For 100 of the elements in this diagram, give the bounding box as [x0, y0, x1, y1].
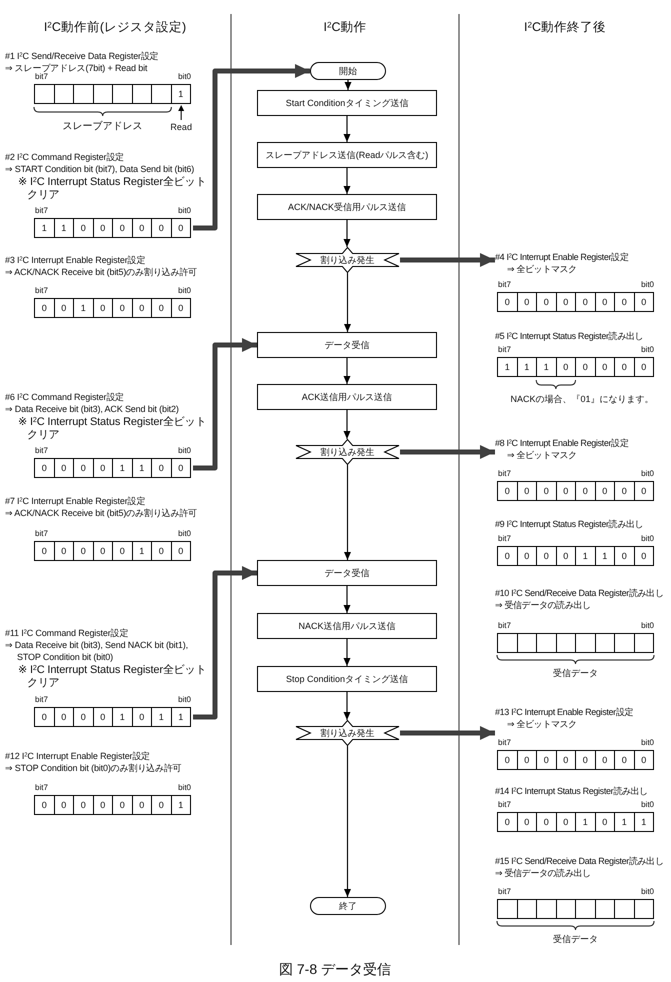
bit-label: bit0 [641, 621, 654, 630]
register-table [497, 812, 654, 832]
bit-cell: 0 [54, 708, 73, 726]
bit-cell: 0 [536, 293, 556, 311]
register-heading: #1 I$^{2}$C Send/Receive Data Register設定 [5, 50, 160, 62]
process-box: NACK送信用パルス送信 [257, 613, 437, 639]
bit-cell: 0 [594, 751, 614, 769]
bit-cell-text: 1 [40, 222, 48, 235]
bit-label: bit0 [641, 469, 654, 478]
bit-label: bit0 [178, 446, 191, 455]
register-table [497, 633, 654, 653]
bit-label: bit0 [178, 206, 191, 215]
bit-cell: 1 [73, 299, 92, 317]
bit-label: bit0 [178, 529, 191, 538]
bit-cell: 0 [112, 219, 132, 237]
arrow [193, 64, 310, 230]
process-box: データ受信 [257, 560, 437, 586]
arrow [400, 253, 495, 267]
register-heading: #2 I$^{2}$C Command Register設定 [5, 151, 126, 163]
bit-cell-text: 0 [40, 545, 48, 558]
bit-label: bit0 [641, 800, 654, 809]
register-table [497, 546, 654, 566]
register-heading: #15 I$^{2}$C Send/Receive Data Register読み出し [495, 855, 665, 867]
register-table [34, 795, 191, 815]
bit-cell: 0 [575, 482, 594, 500]
arrow [400, 726, 495, 740]
bit-label: bit0 [641, 345, 654, 354]
caption-text: Read [170, 122, 192, 132]
bit-cell: 0 [536, 482, 556, 500]
bit-label: bit7 [35, 206, 48, 215]
arrow [400, 445, 495, 459]
bit-cell: 0 [556, 751, 575, 769]
bit-cell: 0 [516, 293, 536, 311]
arrow [193, 338, 257, 470]
bit-cell: 0 [170, 542, 190, 560]
register-table [497, 899, 654, 919]
register-table [34, 218, 191, 238]
bit-cell: 0 [614, 293, 634, 311]
bit-cell: 1 [170, 708, 190, 726]
bit-cell: 0 [112, 542, 132, 560]
bit-label: bit7 [35, 446, 48, 455]
bit-cell: 1 [575, 813, 594, 831]
arrow [344, 273, 351, 332]
bit-cell: 0 [54, 542, 73, 560]
bit-cell-text: 0 [40, 462, 48, 475]
bit-cell: 0 [54, 796, 73, 814]
bit-cell: 0 [132, 708, 151, 726]
register-table [34, 541, 191, 561]
bit-cell: 0 [614, 547, 634, 565]
bit-label: bit7 [498, 345, 511, 354]
bit-cell: 0 [556, 482, 575, 500]
bit-cell: 0 [151, 299, 170, 317]
bit-cell: 0 [170, 219, 190, 237]
setting-text: ⇒ 受信データの読み出し [495, 867, 592, 879]
bit-cell: 0 [92, 459, 112, 477]
bit-cell: 0 [536, 547, 556, 565]
bit-cell: 0 [516, 813, 536, 831]
arrow [344, 358, 350, 384]
bit-label: bit0 [178, 72, 191, 81]
caption-text: 受信データ [553, 933, 598, 946]
bit-cell-text: 0 [504, 754, 511, 767]
bit-label: bit7 [35, 529, 48, 538]
bit-label: bit7 [498, 621, 511, 630]
register-table [497, 357, 654, 377]
bit-cell: 0 [556, 547, 575, 565]
arrow [344, 586, 350, 613]
bit-cell: 0 [73, 219, 92, 237]
arrow [344, 465, 351, 560]
register-table [34, 707, 191, 727]
bit-cell: 1 [536, 358, 556, 376]
register-heading: #3 I$^{2}$C Interrupt Enable Register設定 [5, 254, 146, 266]
bit-cell: 0 [132, 219, 151, 237]
bit-cell: 0 [614, 358, 634, 376]
bit-cell-text: 0 [504, 550, 511, 563]
bit-cell-text: 0 [40, 302, 48, 315]
setting-text: ⇒ Data Receive bit (bit3), Send NACK bit (bit1), STOP Condition bit (bit0) [5, 639, 189, 663]
bit-cell: 0 [132, 796, 151, 814]
register-heading: #12 I$^{2}$C Interrupt Enable Register設定 [5, 750, 152, 762]
bit-cell: 0 [634, 358, 653, 376]
register-heading: #14 I$^{2}$C Interrupt Status Register読み出し [495, 785, 649, 797]
bit-cell: 1 [132, 542, 151, 560]
bit-cell-text: 0 [504, 296, 511, 309]
note-text: ※ I$^{2}$C Interrupt Status Register全ビットクリア [18, 664, 207, 690]
process-box: スレーブアドレス送信(Readパルス含む) [257, 142, 437, 168]
bit-cell: 0 [73, 796, 92, 814]
bit-label: bit0 [641, 280, 654, 289]
bit-label: bit0 [641, 887, 654, 896]
figure-caption: 図 7-8 データ受信 [279, 961, 391, 979]
bit-label: bit0 [178, 286, 191, 295]
register-heading: #6 I$^{2}$C Command Register設定 [5, 391, 126, 403]
column-heading: I$^{2}$C動作終了後 [524, 19, 606, 36]
setting-text: ⇒ 全ビットマスク [506, 718, 578, 730]
register-heading: #4 I$^{2}$C Interrupt Enable Register設定 [495, 251, 630, 263]
bit-cell: 1 [575, 547, 594, 565]
process-box: Start Conditionタイミング送信 [257, 90, 437, 116]
bit-cell: 1 [54, 219, 73, 237]
bit-cell: 0 [614, 751, 634, 769]
bit-cell: 0 [575, 358, 594, 376]
bit-cell: 0 [556, 293, 575, 311]
bit-cell: 0 [634, 482, 653, 500]
